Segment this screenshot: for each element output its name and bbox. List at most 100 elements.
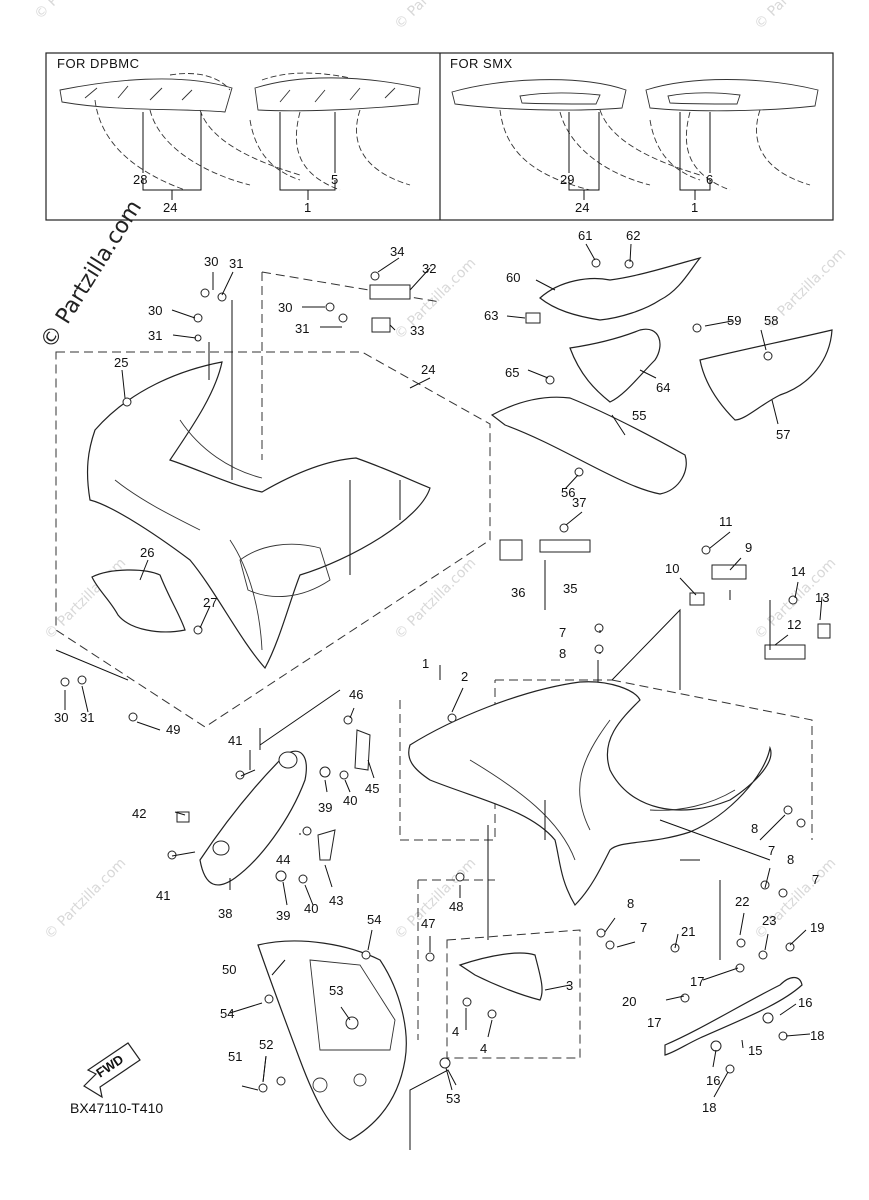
callout-label: 12 bbox=[787, 617, 801, 632]
callout-label: 35 bbox=[563, 581, 577, 596]
callout-label: 26 bbox=[140, 545, 154, 560]
cowling-parts bbox=[86, 256, 833, 1141]
callout-label: 19 bbox=[810, 920, 824, 935]
callout-label: 1 bbox=[304, 200, 311, 215]
callout-label: 36 bbox=[511, 585, 525, 600]
callout-label: 7 bbox=[768, 843, 775, 858]
callout-label: 1 bbox=[691, 200, 698, 215]
lower-cowling-50 bbox=[257, 940, 407, 1141]
callout-label: 41 bbox=[228, 733, 242, 748]
variant-insets: FOR DPBMC FOR SMX bbox=[45, 52, 834, 221]
callout-label: 23 bbox=[762, 913, 776, 928]
leader-lines bbox=[64, 243, 823, 1150]
callout-labels: 28 24 5 1 29 24 6 1 30 31 30 31 34 32 30… bbox=[54, 172, 829, 1115]
callout-label: 16 bbox=[798, 995, 812, 1010]
watermark: © Partzilla.com bbox=[752, 855, 840, 943]
callout-label: 30 bbox=[54, 710, 68, 725]
callout-label: 48 bbox=[449, 899, 463, 914]
callout-label: 24 bbox=[163, 200, 177, 215]
callout-label: 51 bbox=[228, 1049, 242, 1064]
duct-64 bbox=[569, 328, 661, 403]
callout-label: 54 bbox=[367, 912, 381, 927]
callout-label: 65 bbox=[505, 365, 519, 380]
inset-title-dpbmc: FOR DPBMC bbox=[57, 56, 140, 71]
callout-label: 8 bbox=[751, 821, 758, 836]
callout-label: 54 bbox=[220, 1006, 234, 1021]
callout-label: 24 bbox=[575, 200, 589, 215]
callout-label: 39 bbox=[276, 908, 290, 923]
callout-label: 14 bbox=[791, 564, 805, 579]
callout-label: 39 bbox=[318, 800, 332, 815]
bracket-55 bbox=[490, 396, 687, 495]
callout-label: 53 bbox=[329, 983, 343, 998]
callout-label: 46 bbox=[349, 687, 363, 702]
watermark: © Partzilla.com bbox=[392, 555, 480, 643]
callout-label: 30 bbox=[278, 300, 292, 315]
callout-label: 7 bbox=[640, 920, 647, 935]
callout-label: 1 bbox=[422, 656, 429, 671]
callout-label: 56 bbox=[561, 485, 575, 500]
callout-label: 34 bbox=[390, 244, 404, 259]
callout-label: 60 bbox=[506, 270, 520, 285]
callout-label: 31 bbox=[148, 328, 162, 343]
callout-label: 42 bbox=[132, 806, 146, 821]
callout-label: 8 bbox=[559, 646, 566, 661]
callout-label: 44 bbox=[276, 852, 290, 867]
callout-label: 57 bbox=[776, 427, 790, 442]
callout-label: 28 bbox=[133, 172, 147, 187]
callout-label: 31 bbox=[80, 710, 94, 725]
small-panel-3 bbox=[458, 952, 543, 1001]
callout-label: 45 bbox=[365, 781, 379, 796]
callout-label: 27 bbox=[203, 595, 217, 610]
callout-label: 38 bbox=[218, 906, 232, 921]
callout-label: 63 bbox=[484, 308, 498, 323]
callout-label: 16 bbox=[706, 1073, 720, 1088]
side-cowling-left bbox=[86, 361, 431, 670]
watermark: © Partzilla.com bbox=[752, 0, 840, 33]
callout-label: 8 bbox=[787, 852, 794, 867]
callout-label: 30 bbox=[148, 303, 162, 318]
callout-label: 61 bbox=[578, 228, 592, 243]
callout-label: 31 bbox=[229, 256, 243, 271]
callout-label: 10 bbox=[665, 561, 679, 576]
callout-label: 18 bbox=[702, 1100, 716, 1115]
callout-label: 49 bbox=[166, 722, 180, 737]
callout-label: 22 bbox=[735, 894, 749, 909]
callout-label: 30 bbox=[204, 254, 218, 269]
callout-label: 3 bbox=[566, 978, 573, 993]
callout-label: 29 bbox=[560, 172, 574, 187]
side-cover-57 bbox=[699, 329, 833, 421]
group-outlines bbox=[55, 271, 813, 1059]
callout-label: 53 bbox=[446, 1091, 460, 1106]
callout-label: 6 bbox=[706, 172, 713, 187]
callout-label: 7 bbox=[812, 872, 819, 887]
lower-bracket-15 bbox=[664, 976, 803, 1056]
callout-label: 40 bbox=[343, 793, 357, 808]
callout-label: 24 bbox=[421, 362, 435, 377]
callout-label: 7 bbox=[559, 625, 566, 640]
callout-label: 40 bbox=[304, 901, 318, 916]
callout-label: 4 bbox=[480, 1041, 487, 1056]
callout-label: 55 bbox=[632, 408, 646, 423]
callout-label: 47 bbox=[421, 916, 435, 931]
callout-label: 13 bbox=[815, 590, 829, 605]
watermark: © Partzilla.com bbox=[32, 0, 120, 23]
callout-label: 5 bbox=[331, 172, 338, 187]
bracket-60 bbox=[539, 256, 702, 321]
callout-label: 43 bbox=[329, 893, 343, 908]
callout-label: 8 bbox=[627, 896, 634, 911]
callout-label: 37 bbox=[572, 495, 586, 510]
watermark: © Partzilla.com bbox=[42, 855, 130, 943]
callout-label: 21 bbox=[681, 924, 695, 939]
callout-label: 64 bbox=[656, 380, 670, 395]
callout-label: 9 bbox=[745, 540, 752, 555]
callout-label: 41 bbox=[156, 888, 170, 903]
inner-panel-26 bbox=[91, 569, 186, 633]
diagram-code: BX47110-T410 bbox=[70, 1100, 163, 1116]
callout-label: 62 bbox=[626, 228, 640, 243]
callout-label: 4 bbox=[452, 1024, 459, 1039]
fwd-arrow-icon: FWD bbox=[83, 1042, 141, 1099]
callout-label: 2 bbox=[461, 669, 468, 684]
callout-label: 50 bbox=[222, 962, 236, 977]
